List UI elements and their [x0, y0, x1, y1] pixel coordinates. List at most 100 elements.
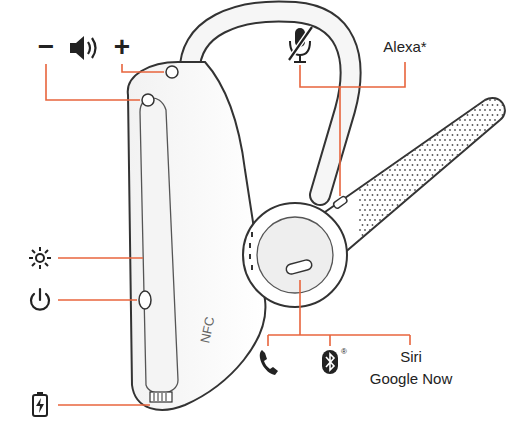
grille-dot — [367, 144, 369, 146]
grille-dot — [464, 169, 466, 171]
grille-dot — [424, 179, 426, 181]
grille-dot — [459, 169, 461, 171]
grille-dot — [427, 104, 429, 106]
grille-dot — [479, 149, 481, 151]
grille-dot — [397, 134, 399, 136]
grille-dot — [379, 109, 381, 111]
grille-dot — [404, 89, 406, 91]
grille-dot — [382, 244, 384, 246]
grille-dot — [489, 129, 491, 131]
grille-dot — [487, 174, 489, 176]
grille-dot — [429, 239, 431, 241]
grille-dot — [372, 94, 374, 96]
grille-dot — [487, 94, 489, 96]
grille-dot — [482, 134, 484, 136]
grille-dot — [407, 124, 409, 126]
grille-dot — [459, 249, 461, 251]
grille-dot — [389, 159, 391, 161]
grille-dot — [477, 234, 479, 236]
grille-dot — [509, 139, 511, 141]
grille-dot — [469, 249, 471, 251]
grille-dot — [362, 204, 364, 206]
grille-dot — [407, 144, 409, 146]
grille-dot — [394, 239, 396, 241]
grille-dot — [484, 159, 486, 161]
grille-dot — [442, 244, 444, 246]
grille-dot — [389, 219, 391, 221]
grille-dot — [429, 149, 431, 151]
grille-dot — [479, 229, 481, 231]
grille-dot — [407, 224, 409, 226]
grille-dot — [382, 224, 384, 226]
grille-dot — [384, 229, 386, 231]
grille-dot — [399, 159, 401, 161]
grille-dot — [382, 94, 384, 96]
grille-dot — [419, 169, 421, 171]
grille-dot — [509, 149, 511, 151]
grille-dot — [499, 89, 501, 91]
grille-dot — [432, 244, 434, 246]
grille-dot — [372, 234, 374, 236]
grille-dot — [432, 154, 434, 156]
grille-dot — [487, 114, 489, 116]
grille-dot — [489, 159, 491, 161]
grille-dot — [474, 89, 476, 91]
grille-dot — [472, 224, 474, 226]
grille-dot — [429, 229, 431, 231]
grille-dot — [452, 204, 454, 206]
grille-dot — [424, 239, 426, 241]
grille-dot — [409, 149, 411, 151]
grille-dot — [359, 119, 361, 121]
power-switch — [139, 291, 151, 309]
grille-dot — [374, 249, 376, 251]
grille-dot — [417, 224, 419, 226]
grille-dot — [492, 124, 494, 126]
grille-dot — [489, 199, 491, 201]
grille-dot — [394, 169, 396, 171]
grille-dot — [477, 204, 479, 206]
grille-dot — [484, 99, 486, 101]
grille-dot — [387, 94, 389, 96]
grille-dot — [419, 159, 421, 161]
grille-dot — [497, 114, 499, 116]
grille-dot — [434, 239, 436, 241]
grille-dot — [424, 149, 426, 151]
grille-dot — [399, 129, 401, 131]
grille-dot — [432, 214, 434, 216]
grille-dot — [359, 169, 361, 171]
grille-dot — [479, 219, 481, 221]
grille-dot — [489, 119, 491, 121]
grille-dot — [447, 194, 449, 196]
grille-dot — [372, 174, 374, 176]
grille-dot — [394, 129, 396, 131]
grille-dot — [404, 99, 406, 101]
grille-dot — [427, 154, 429, 156]
grille-dot — [482, 204, 484, 206]
grille-dot — [494, 249, 496, 251]
grille-dot — [454, 129, 456, 131]
grille-dot — [479, 179, 481, 181]
grille-dot — [469, 199, 471, 201]
grille-dot — [364, 249, 366, 251]
grille-dot — [384, 249, 386, 251]
grille-dot — [482, 114, 484, 116]
grille-dot — [447, 114, 449, 116]
grille-dot — [362, 174, 364, 176]
grille-dot — [449, 149, 451, 151]
grille-dot — [414, 199, 416, 201]
grille-dot — [382, 144, 384, 146]
grille-dot — [449, 239, 451, 241]
grille-dot — [407, 214, 409, 216]
battery-icon — [33, 392, 47, 416]
grille-dot — [444, 149, 446, 151]
grille-dot — [394, 229, 396, 231]
grille-dot — [372, 184, 374, 186]
grille-dot — [499, 169, 501, 171]
grille-dot — [432, 144, 434, 146]
grille-dot — [454, 169, 456, 171]
grille-dot — [372, 144, 374, 146]
grille-dot — [512, 244, 514, 246]
grille-dot — [509, 89, 511, 91]
grille-dot — [387, 104, 389, 106]
